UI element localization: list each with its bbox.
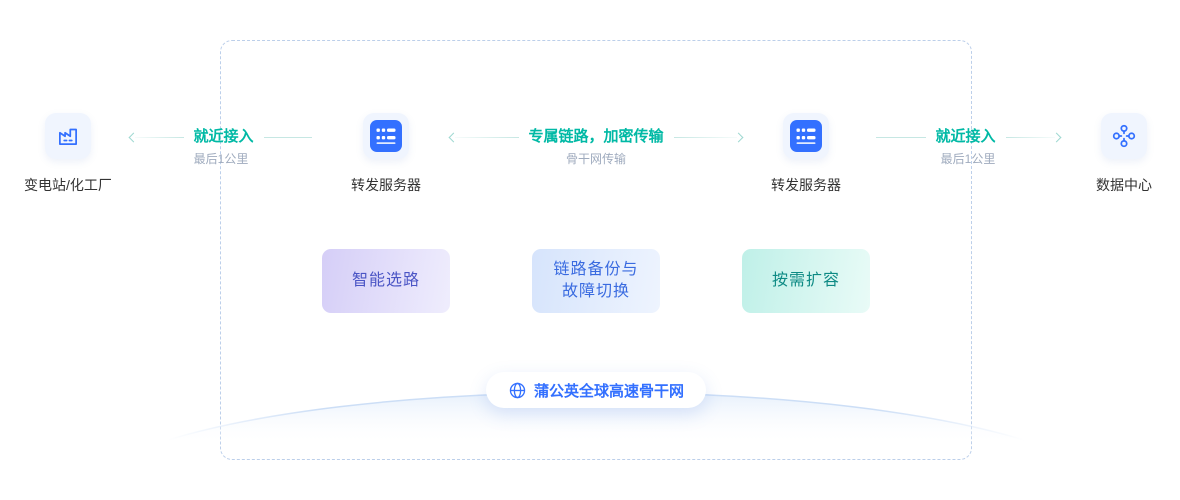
node-relay-server-1: 转发服务器 [326,113,446,195]
link-title: 就近接入 [935,128,996,145]
feature-smart-routing: 智能选路 [322,249,450,313]
node-relay-1-label: 转发服务器 [351,177,421,193]
link-access-right: 就近接入 最后1公里 [876,126,1062,167]
node-relay-server-2: 转发服务器 [746,113,866,195]
arrowhead-left-icon [448,132,459,142]
feature-link-backup-failover: 链路备份与 故障切换 [532,249,660,313]
node-relay-2-label: 转发服务器 [771,177,841,193]
feature-label: 按需扩容 [771,272,840,289]
arrowhead-left-icon [128,132,139,142]
link-line-row: 就近接入 [876,126,1062,148]
node-source: 变电站/化工厂 [10,113,126,195]
backbone-badge: 蒲公英全球高速骨干网 [486,372,706,408]
link-line-row: 专属链路，加密传输 [448,126,744,148]
server-icon [783,113,829,159]
link-line [135,136,184,138]
link-line [673,136,738,138]
link-encrypted-backbone: 专属链路，加密传输 骨干网传输 [448,126,744,167]
link-subtitle: 骨干网传输 [565,152,626,166]
arrowhead-right-icon [733,132,744,142]
server-icon [363,113,409,159]
link-access-left: 就近接入 最后1公里 [128,126,313,167]
backbone-badge-label: 蒲公英全球高速骨干网 [533,382,684,400]
cluster-icon [1101,113,1147,159]
node-target-label: 数据中心 [1096,177,1152,193]
globe-icon [509,382,526,398]
link-line [1005,136,1056,138]
feature-label: 智能选路 [351,272,420,289]
arrowhead-right-icon [1051,132,1062,142]
feature-on-demand-scaling: 按需扩容 [742,249,870,313]
link-line-row: 就近接入 [128,126,313,148]
node-target: 数据中心 [1066,113,1180,195]
backbone-dashed-frame [220,40,972,460]
link-line [263,136,313,138]
link-line [876,136,926,138]
factory-icon [45,113,91,159]
link-subtitle: 最后1公里 [193,152,249,166]
link-title: 专属链路，加密传输 [528,128,664,145]
link-subtitle: 最后1公里 [940,152,996,166]
node-source-label: 变电站/化工厂 [24,177,112,193]
link-line [455,136,519,138]
feature-label: 链路备份与 故障切换 [553,261,639,300]
link-title: 就近接入 [193,128,254,145]
